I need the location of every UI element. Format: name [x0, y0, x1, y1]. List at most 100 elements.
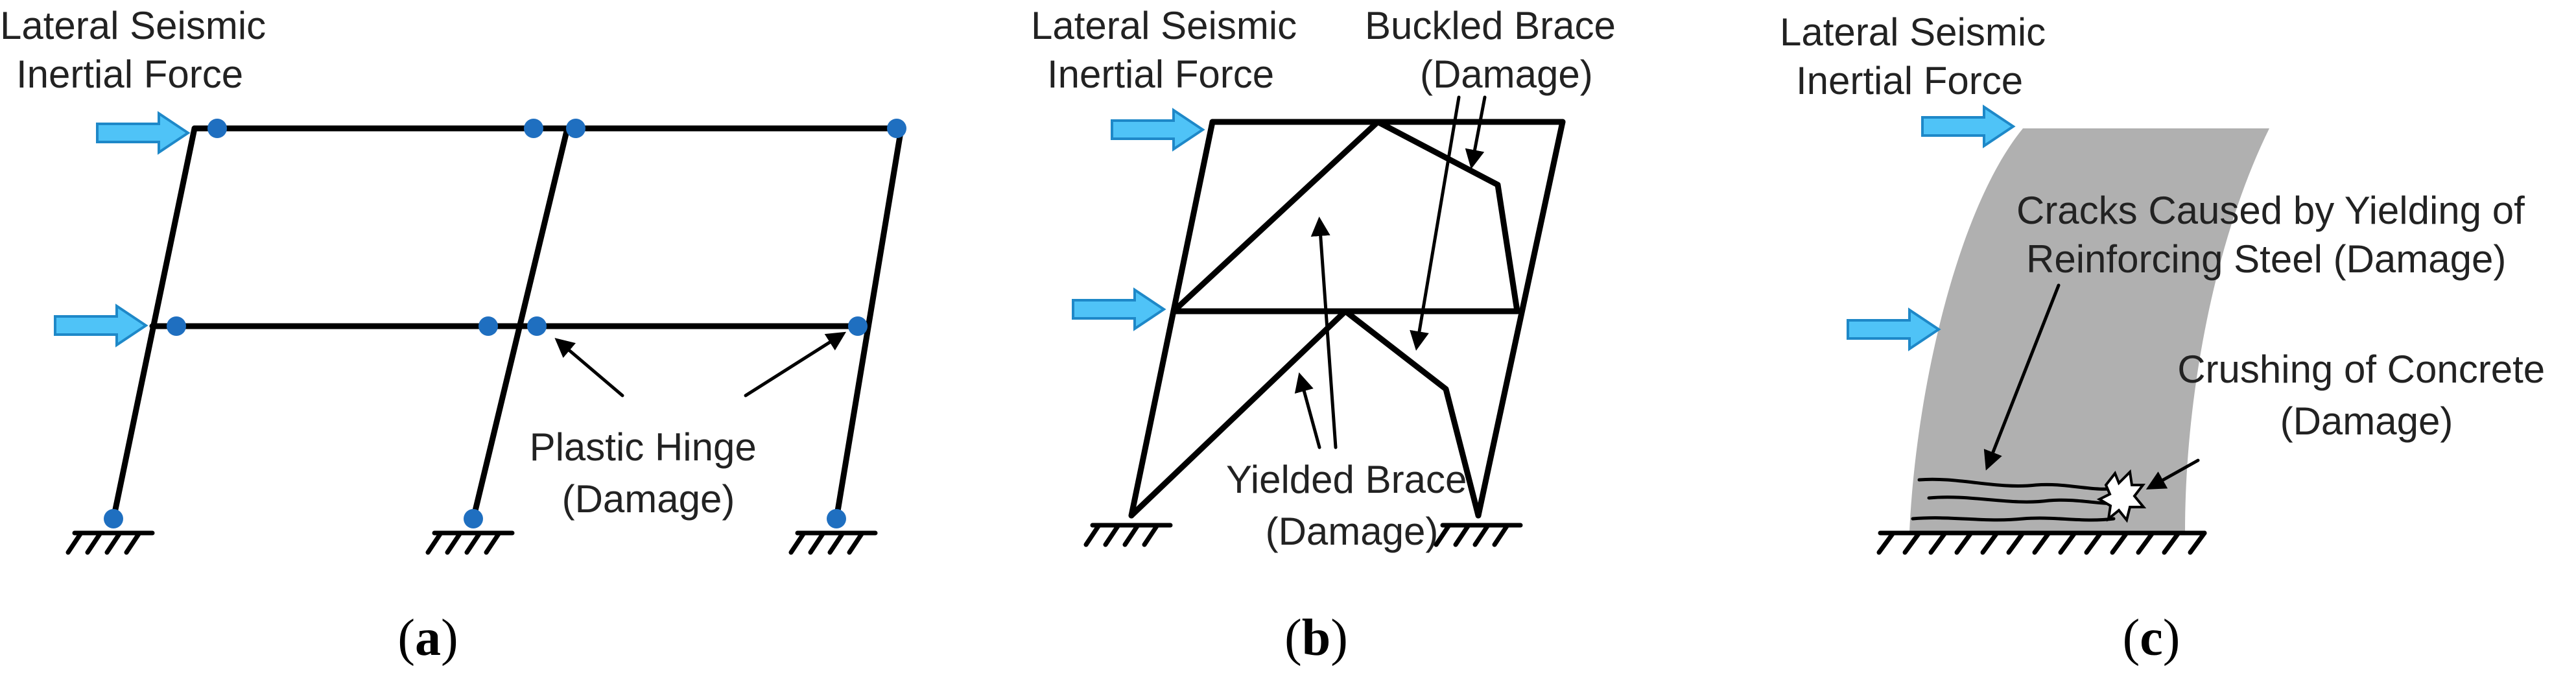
- ground-hatch: [1876, 530, 1896, 555]
- force-label-b-line2: Inertial Force: [1047, 53, 1274, 96]
- plastic-hinge-label-line1: Plastic Hinge: [530, 425, 757, 469]
- crack: [1911, 516, 2116, 522]
- column-left: [110, 125, 198, 522]
- caption-c-close: ): [2163, 610, 2180, 667]
- ground-hatch: [2110, 530, 2129, 555]
- ground-hatch: [1902, 530, 1922, 555]
- column-right: [1475, 119, 1566, 519]
- plastic-hinge-label: Plastic Hinge (Damage): [530, 425, 768, 521]
- pointer-arrow: [1465, 95, 1487, 169]
- force-label-b-line1: Lateral Seismic: [1031, 4, 1297, 47]
- braced-frame: [1128, 119, 1566, 519]
- crushing-label-line2: (Damage): [2280, 399, 2453, 443]
- caption-b-letter: b: [1302, 610, 1331, 667]
- hinge: [848, 316, 868, 336]
- ground-hatch: [2006, 530, 2026, 555]
- ground-support: [68, 533, 152, 552]
- caption-c: (c): [2123, 610, 2180, 667]
- ground-hatch: [2136, 530, 2155, 555]
- crushing-label: Crushing of Concrete (Damage): [2177, 348, 2556, 443]
- ground-hatch: [2032, 530, 2051, 555]
- ground-support: [1086, 525, 1170, 545]
- moment-frame: [110, 125, 904, 522]
- brace-upper-right-buckled: [1375, 119, 1520, 314]
- yielded-brace-label-line2: (Damage): [1266, 510, 1439, 553]
- pointer-arrow: [744, 331, 847, 397]
- buckled-brace-label: Buckled Brace (Damage): [1365, 4, 1627, 96]
- force-arrow: [1847, 309, 1940, 350]
- panel-a: Lateral Seismic Inertial Force: [0, 4, 906, 667]
- ground-hatch: [1928, 530, 1948, 555]
- hinge: [464, 509, 483, 528]
- hinge: [527, 316, 547, 336]
- ground-hatch: [2058, 530, 2077, 555]
- force-label-c-line2: Inertial Force: [1796, 59, 2023, 102]
- pointer-arrow: [1310, 217, 1338, 449]
- hinge: [524, 119, 543, 138]
- force-arrow: [1111, 109, 1204, 150]
- panel-c: Lateral Seismic Inertial Force: [1780, 10, 2556, 667]
- caption-c-letter: c: [2140, 610, 2163, 667]
- plastic-hinges: [104, 119, 906, 528]
- buckled-brace-label-line1: Buckled Brace: [1365, 4, 1616, 47]
- caption-b-open: (: [1284, 610, 1302, 667]
- force-arrow: [96, 112, 189, 154]
- ground-hatch: [2188, 530, 2207, 555]
- force-label-a: Lateral Seismic Inertial Force: [0, 4, 277, 96]
- ground-hatch: [1954, 530, 1974, 555]
- brace-lower-right-buckled: [1342, 308, 1482, 519]
- force-arrow: [54, 305, 147, 346]
- caption-a: (a): [397, 610, 458, 667]
- force-arrow: [1921, 106, 2015, 147]
- panel-b: Lateral Seismic Inertial Force Buckled B…: [1031, 4, 1627, 667]
- ground-support: [791, 533, 875, 552]
- plastic-hinge-label-line2: (Damage): [562, 477, 735, 521]
- crushing-label-line1: Crushing of Concrete: [2177, 348, 2545, 391]
- brace-lower-left: [1128, 308, 1349, 519]
- caption-c-open: (: [2123, 610, 2140, 667]
- force-label-b: Lateral Seismic Inertial Force: [1031, 4, 1308, 96]
- hinge: [887, 119, 906, 138]
- caption-a-close: ): [441, 610, 458, 667]
- crushing-burst-icon: [2096, 469, 2147, 523]
- hinge: [566, 119, 585, 138]
- caption-a-letter: a: [415, 610, 441, 667]
- pointer-arrow: [1983, 283, 2061, 471]
- caption-b-close: ): [1330, 610, 1348, 667]
- cracks-label-line2: Reinforcing Steel (Damage): [2026, 237, 2506, 281]
- hinge: [827, 509, 846, 528]
- cracks-label: Cracks Caused by Yielding of Reinforcing…: [2016, 189, 2535, 281]
- hinge: [207, 119, 227, 138]
- caption-b: (b): [1284, 610, 1348, 667]
- brace-upper-left: [1170, 119, 1381, 314]
- force-label-c: Lateral Seismic Inertial Force: [1780, 10, 2057, 102]
- ground-base: [1876, 530, 2207, 555]
- ground-hatch: [1980, 530, 2000, 555]
- ground-hatch: [2084, 530, 2103, 555]
- ground-support: [1436, 525, 1520, 545]
- ground-hatch: [2162, 530, 2181, 555]
- force-label-a-line1: Lateral Seismic: [0, 4, 266, 47]
- column-middle: [470, 125, 571, 522]
- pointer-arrow: [1294, 372, 1321, 449]
- buckled-brace-label-line2: (Damage): [1420, 53, 1593, 96]
- force-arrow: [1072, 289, 1165, 330]
- hinge: [479, 316, 498, 336]
- force-label-c-line1: Lateral Seismic: [1780, 10, 2046, 54]
- pointer-arrow: [1410, 95, 1461, 351]
- force-label-a-line2: Inertial Force: [16, 53, 243, 96]
- column-right: [833, 125, 904, 522]
- hinge: [167, 316, 186, 336]
- pointer-arrow: [554, 338, 624, 397]
- ground-support: [428, 533, 512, 552]
- column-left: [1128, 119, 1216, 519]
- cracks-label-line1: Cracks Caused by Yielding of: [2016, 189, 2525, 232]
- pointer-arrow: [2145, 458, 2200, 490]
- hinge: [104, 509, 123, 528]
- crack: [1917, 477, 2122, 491]
- yielded-brace-label-line1: Yielded Brace: [1226, 458, 1467, 501]
- caption-a-open: (: [397, 610, 415, 667]
- concrete-wall: [1909, 128, 2269, 532]
- yielded-brace-label: Yielded Brace (Damage): [1226, 458, 1478, 553]
